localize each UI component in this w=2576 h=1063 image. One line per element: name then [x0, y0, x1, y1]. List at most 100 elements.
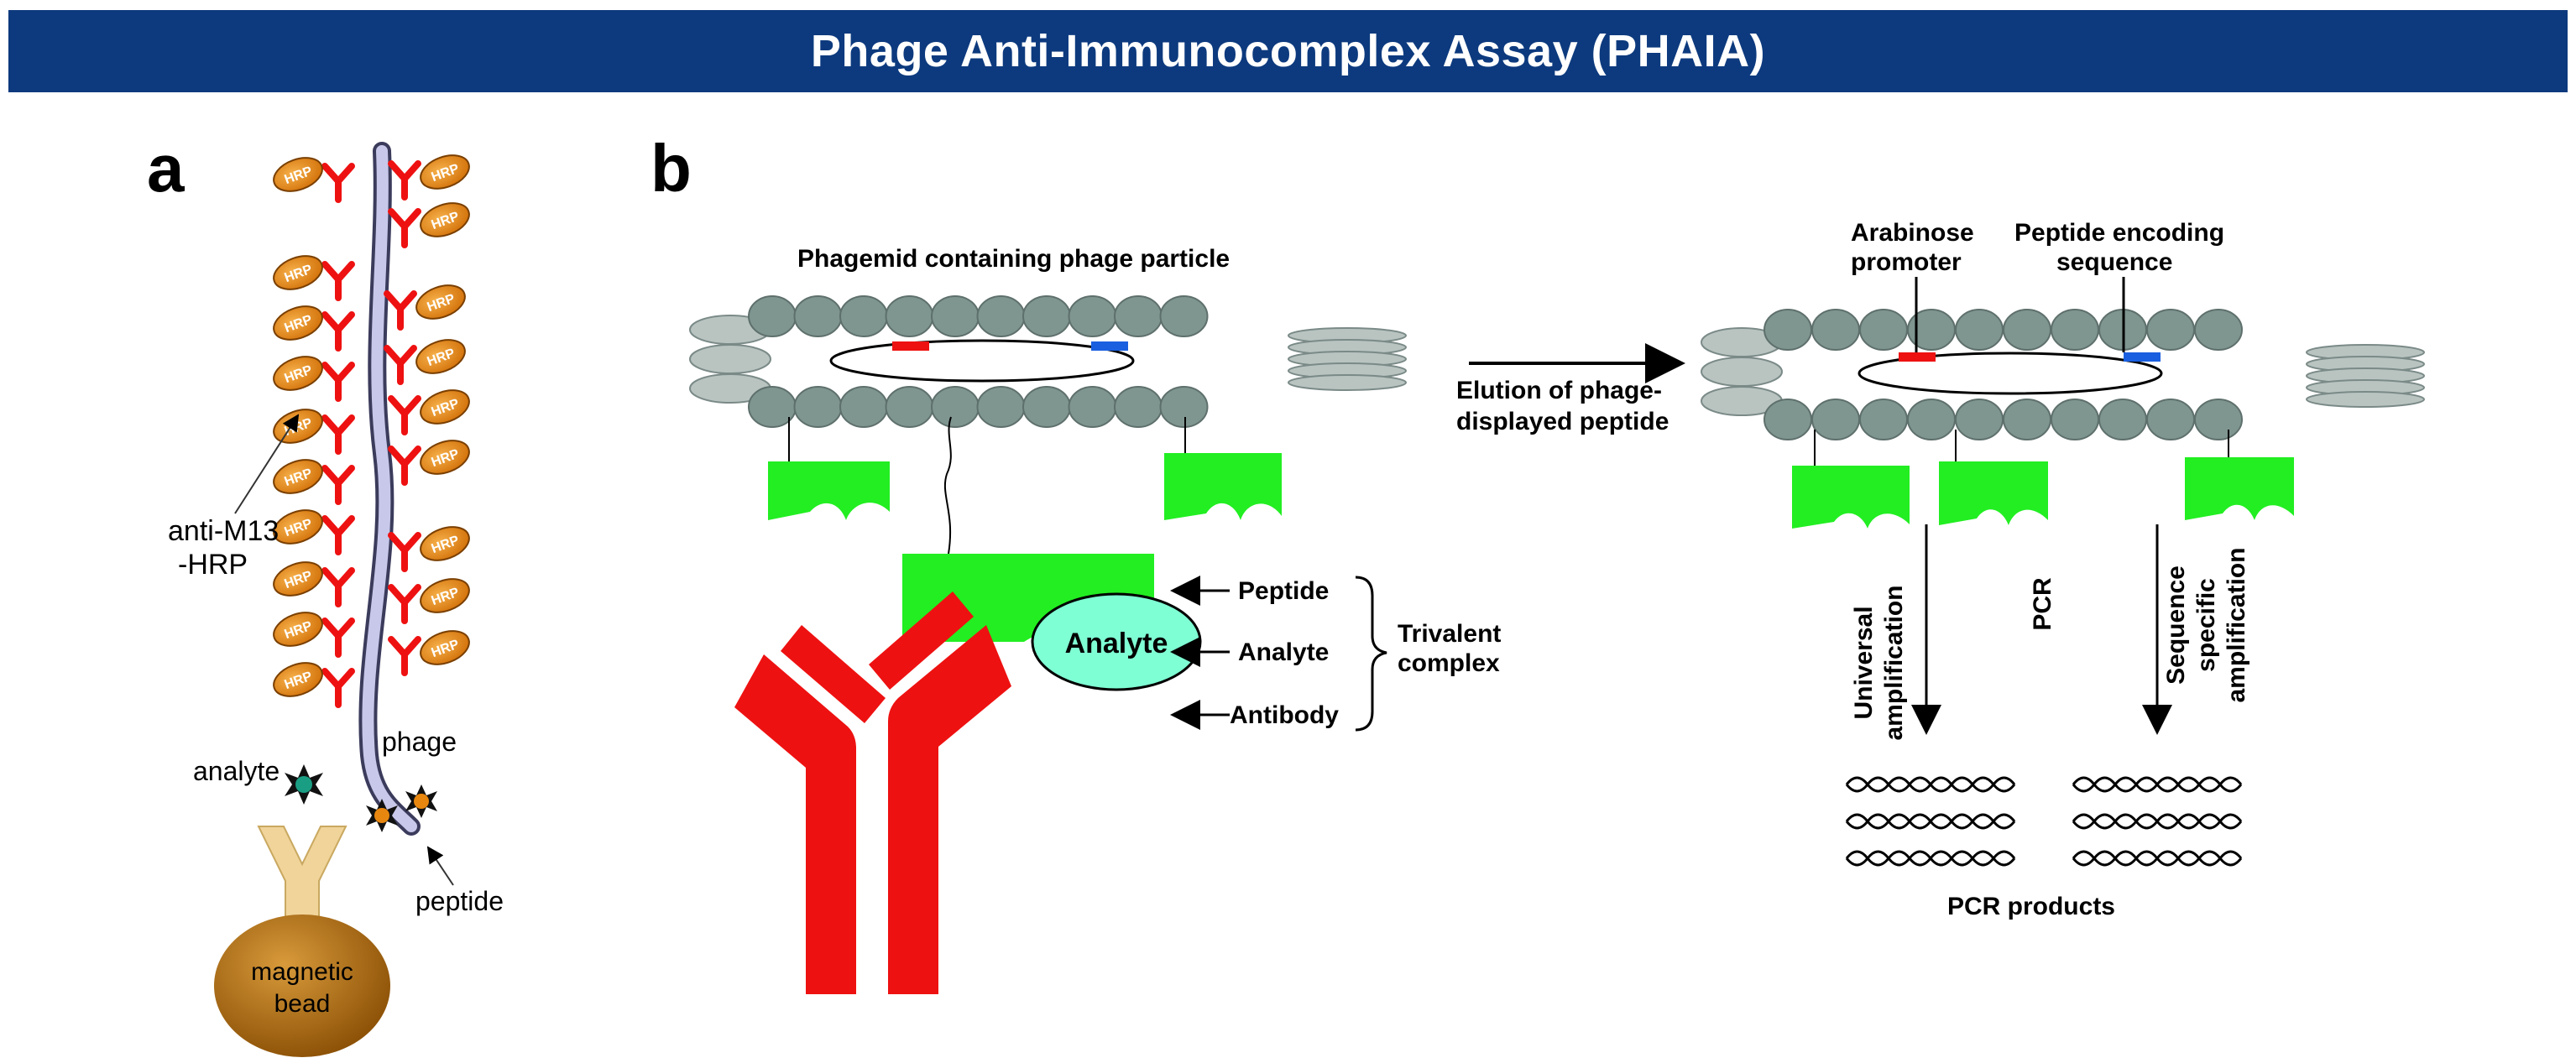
elution-label-2: displayed peptide [1456, 408, 1669, 435]
arabinose-promoter-mark [1899, 352, 1936, 362]
coat-protein [2051, 309, 2099, 351]
coat-protein [1907, 399, 1956, 440]
anti-m13-hrp-conjugate: HRP [388, 202, 470, 248]
pcr-product-strand [2072, 850, 2243, 867]
peptide-encoding-label-1: Peptide encoding [2014, 219, 2224, 247]
peptide-left-2 [1164, 453, 1282, 520]
panel-b: b Phagemid containing phage particle Ana… [651, 131, 2425, 994]
arrow-analyte-label: Analyte [1238, 638, 1329, 666]
coat-protein [2146, 399, 2195, 440]
arabinose-label-1: Arabinose [1851, 219, 1974, 247]
hrp-ellipse [273, 157, 323, 192]
coat-protein [2194, 309, 2243, 351]
hrp-ellipse [273, 612, 323, 647]
coat-protein [1955, 309, 2004, 351]
anti-m13-hrp-conjugate: HRP [273, 509, 355, 555]
phage-label: phage [382, 727, 457, 757]
coat-protein [793, 295, 843, 337]
coat-protein [2003, 309, 2051, 351]
coat-protein [931, 386, 980, 428]
anti-m13-hrp-conjugate: HRP [388, 389, 470, 435]
anti-m13-hrp-conjugate: HRP [273, 459, 355, 505]
hrp-ellipse [415, 284, 466, 320]
anti-m13-hrp-conjugate: HRP [388, 154, 470, 201]
coat-protein [793, 386, 843, 428]
anti-m13-hrp-conjugate: HRP [273, 157, 355, 203]
anti-m13-hrp-conjugate: HRP [388, 630, 470, 676]
pcr-label: PCR [2029, 577, 2056, 631]
panel-b-label: b [651, 131, 692, 206]
universal-label-2: amplification [1880, 585, 1908, 740]
arrow-antibody-label: Antibody [1230, 701, 1339, 729]
peptide-star-1 [366, 799, 398, 832]
title-bar: Phage Anti-Immunocomplex Assay (PHAIA) [8, 10, 2568, 92]
anti-m13-hrp-stack: HRPHRPHRPHRPHRPHRPHRPHRPHRPHRPHRPHRPHRPH… [273, 154, 470, 708]
pcr-product-strand [1845, 813, 2016, 830]
coat-protein [976, 386, 1026, 428]
coat-protein [1907, 309, 1956, 351]
arabinose-promoter-mark [892, 341, 929, 351]
elution-label-1: Elution of phage- [1456, 377, 1662, 404]
pcr-product-strand [1845, 850, 2016, 867]
anti-m13-hrp-conjugate: HRP [273, 662, 355, 708]
coat-protein [748, 295, 797, 337]
hrp-ellipse [420, 202, 470, 237]
anti-m13-hrp-conjugate: HRP [273, 255, 355, 301]
peptide-left-1 [768, 461, 890, 520]
hrp-ellipse [415, 339, 466, 374]
hrp-ellipse [420, 526, 470, 561]
peptide-sequence-mark [2124, 352, 2161, 362]
peptide-encoding-label-2: sequence [2056, 248, 2172, 276]
panel-a-label: a [147, 131, 185, 206]
coat-protein [2051, 399, 2099, 440]
coat-protein [1159, 295, 1209, 337]
analyte-label: analyte [193, 756, 280, 786]
coat-protein [1159, 386, 1209, 428]
coat-protein [931, 295, 980, 337]
peptide-right-3 [2185, 457, 2294, 520]
hrp-ellipse [273, 509, 323, 545]
hrp-ellipse [273, 561, 323, 597]
bead-label-1: magnetic [251, 958, 353, 986]
anti-m13-label: anti-M13 [168, 515, 279, 547]
peptide-right-2 [1939, 461, 2048, 525]
anti-m13-hrp-conjugate: HRP [388, 578, 470, 624]
peptide-label: peptide [415, 886, 504, 916]
panel-a: a HRPHRPHRPHRPHRPHRPHRPHRPHRPHRPHRPHRPHR… [147, 131, 504, 1057]
hrp-ellipse [273, 662, 323, 697]
sequence-label-1: Sequence [2162, 565, 2190, 685]
hrp-ellipse [273, 305, 323, 341]
coat-protein [1022, 295, 1071, 337]
coat-protein [976, 295, 1026, 337]
peptide-linker [943, 416, 952, 555]
coat-protein [2194, 399, 2243, 440]
coat-protein [1022, 386, 1071, 428]
coat-protein [1114, 295, 1163, 337]
antibody [734, 591, 1011, 994]
anti-m13-hrp-conjugate: HRP [273, 612, 355, 658]
hrp-ellipse [420, 154, 470, 190]
pcr-product-strand [2072, 776, 2243, 793]
peptide-pointer [426, 846, 454, 886]
coat-protein [1955, 399, 2004, 440]
analyte-text: Analyte [1065, 628, 1168, 659]
coat-protein [1763, 309, 1812, 351]
hrp-ellipse [420, 630, 470, 665]
coat-protein [1068, 386, 1117, 428]
antibody-pointer [234, 414, 300, 514]
coat-protein [1763, 399, 1812, 440]
coat-protein [885, 386, 934, 428]
peptide-sequence-mark [1091, 341, 1128, 351]
coat-protein [1068, 295, 1117, 337]
coat-protein [2098, 399, 2147, 440]
bead-label-2: bead [274, 990, 331, 1018]
trivalent-brace [1355, 576, 1387, 732]
arrow-peptide-label: Peptide [1238, 577, 1329, 605]
coat-protein [885, 295, 934, 337]
analyte-star [285, 764, 323, 805]
coat-protein [1859, 309, 1908, 351]
pcr-product-strand [2072, 813, 2243, 830]
coat-protein [2146, 309, 2195, 351]
anti-m13-hrp-conjugate: HRP [273, 561, 355, 607]
